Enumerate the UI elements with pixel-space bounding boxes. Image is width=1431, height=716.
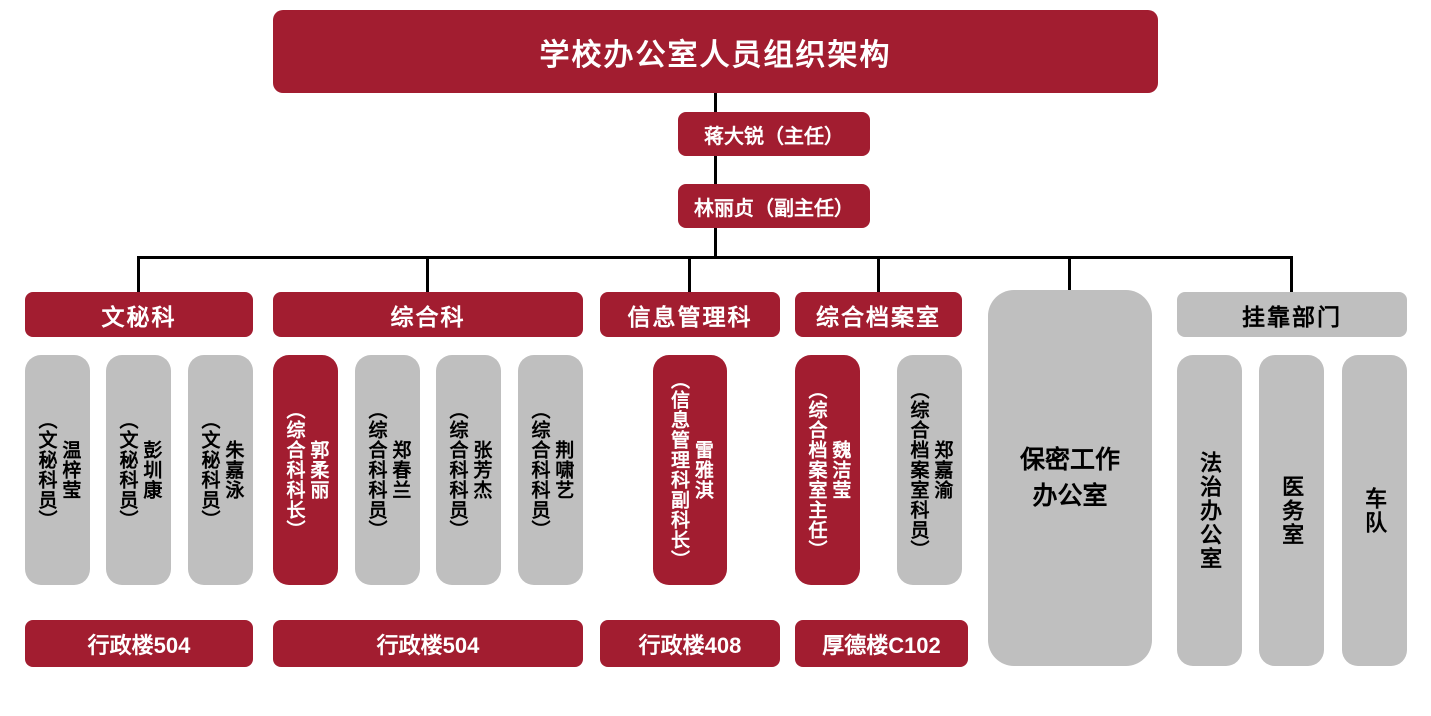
branch-header-secretarial-section: 文秘科 bbox=[25, 292, 253, 337]
member-name: 朱嘉泳 bbox=[222, 440, 244, 500]
branch-header-general-section: 综合科 bbox=[273, 292, 583, 337]
branch-header-archives-room: 综合档案室 bbox=[795, 292, 962, 337]
member-title: （文秘科员） bbox=[198, 410, 220, 530]
member-name: 郑春兰 bbox=[389, 440, 411, 500]
branch-header-affiliated-departments: 挂靠部门 bbox=[1177, 292, 1407, 337]
affiliated-dept-label: 车队 bbox=[1362, 486, 1388, 535]
connector-horizontal-distributor bbox=[137, 256, 1293, 259]
member-name: 魏洁莹 bbox=[829, 440, 851, 500]
connector-drop-affiliated bbox=[1290, 256, 1293, 294]
member-name: 荆啸艺 bbox=[552, 440, 574, 500]
connector-main-vertical bbox=[714, 93, 717, 258]
affiliated-dept-label: 法治办公室 bbox=[1197, 450, 1223, 571]
member-title: （综合科科长） bbox=[283, 400, 305, 540]
connector-drop-information bbox=[688, 256, 691, 294]
connector-drop-secretarial bbox=[137, 256, 140, 294]
member-node-archives-head: （综合档案室主任） 魏洁莹 bbox=[795, 355, 860, 585]
member-node: （文秘科员） 温梓莹 bbox=[25, 355, 90, 585]
room-label-information: 行政楼408 bbox=[600, 620, 780, 667]
member-title: （文秘科员） bbox=[35, 410, 57, 530]
director-node: 蒋大锐（主任） bbox=[678, 112, 870, 156]
member-title: （综合档案室科员） bbox=[907, 380, 929, 560]
member-node-deputy-chief: （信息管理科副科长） 雷雅淇 bbox=[653, 355, 727, 585]
member-name: 雷雅淇 bbox=[691, 440, 713, 500]
member-name: 张芳杰 bbox=[470, 440, 492, 500]
affiliated-dept-node-legal-office: 法治办公室 bbox=[1177, 355, 1242, 666]
member-title: （综合档案室主任） bbox=[805, 380, 827, 560]
member-node: （综合档案室科员） 郑嘉渝 bbox=[897, 355, 962, 585]
affiliated-dept-label: 医务室 bbox=[1279, 474, 1305, 547]
member-name: 温梓莹 bbox=[59, 440, 81, 500]
room-label-general: 行政楼504 bbox=[273, 620, 583, 667]
affiliated-dept-node-medical-room: 医务室 bbox=[1259, 355, 1324, 666]
member-node-section-chief: （综合科科长） 郭柔丽 bbox=[273, 355, 338, 585]
member-name: 彭圳康 bbox=[140, 440, 162, 500]
deputy-director-node: 林丽贞（副主任） bbox=[678, 184, 870, 228]
connector-drop-archives bbox=[877, 256, 880, 294]
member-title: （信息管理科副科长） bbox=[668, 370, 689, 570]
member-title: （综合科科员） bbox=[365, 400, 387, 540]
member-title: （文秘科员） bbox=[116, 410, 138, 530]
member-node: （综合科科员） 荆啸艺 bbox=[518, 355, 583, 585]
confidentiality-office-node: 保密工作办公室 bbox=[988, 290, 1152, 666]
room-label-archives: 厚德楼C102 bbox=[795, 620, 968, 667]
member-node: （文秘科员） 彭圳康 bbox=[106, 355, 171, 585]
affiliated-dept-node-vehicle-team: 车队 bbox=[1342, 355, 1407, 666]
chart-title: 学校办公室人员组织架构 bbox=[273, 10, 1158, 93]
confidentiality-office-label: 保密工作办公室 bbox=[1019, 445, 1120, 510]
member-name: 郭柔丽 bbox=[307, 440, 329, 500]
member-title: （综合科科员） bbox=[528, 400, 550, 540]
room-label-secretarial: 行政楼504 bbox=[25, 620, 253, 667]
member-node: （综合科科员） 张芳杰 bbox=[436, 355, 501, 585]
member-name: 郑嘉渝 bbox=[931, 440, 953, 500]
branch-header-information-section: 信息管理科 bbox=[600, 292, 780, 337]
member-node: （综合科科员） 郑春兰 bbox=[355, 355, 420, 585]
connector-drop-general bbox=[426, 256, 429, 294]
member-node: （文秘科员） 朱嘉泳 bbox=[188, 355, 253, 585]
member-title: （综合科科员） bbox=[446, 400, 468, 540]
connector-drop-confidentiality bbox=[1068, 256, 1071, 294]
